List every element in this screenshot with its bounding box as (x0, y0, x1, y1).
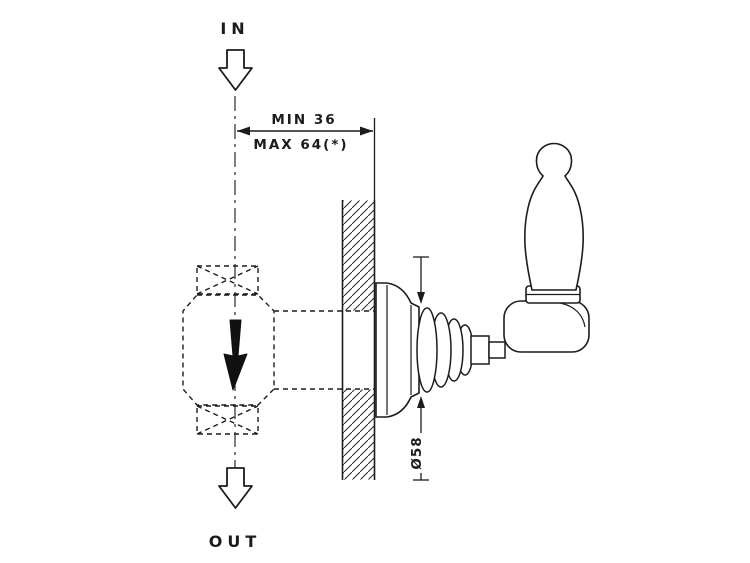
flow-direction-arrow-icon (223, 319, 248, 391)
inlet-label: IN (220, 19, 249, 38)
bonnet-ribs (416, 307, 506, 393)
diameter-label: Ø58 (409, 436, 425, 469)
valve-body-outline (182, 265, 374, 435)
inlet-arrow-icon (218, 49, 253, 91)
escutcheon (375, 282, 420, 418)
depth-dimension: MIN 36 MAX 64(*) (237, 112, 376, 200)
diameter-dimension: Ø58 (409, 256, 429, 481)
handle-hub (503, 300, 590, 353)
max-depth-label: MAX 64(*) (253, 137, 348, 153)
outlet-arrow-icon (218, 467, 253, 509)
wall-section (341, 200, 376, 480)
handle-grip (524, 142, 584, 291)
min-depth-label: MIN 36 (271, 112, 336, 128)
handle-lever (503, 142, 590, 353)
outlet-label: OUT (209, 532, 262, 551)
